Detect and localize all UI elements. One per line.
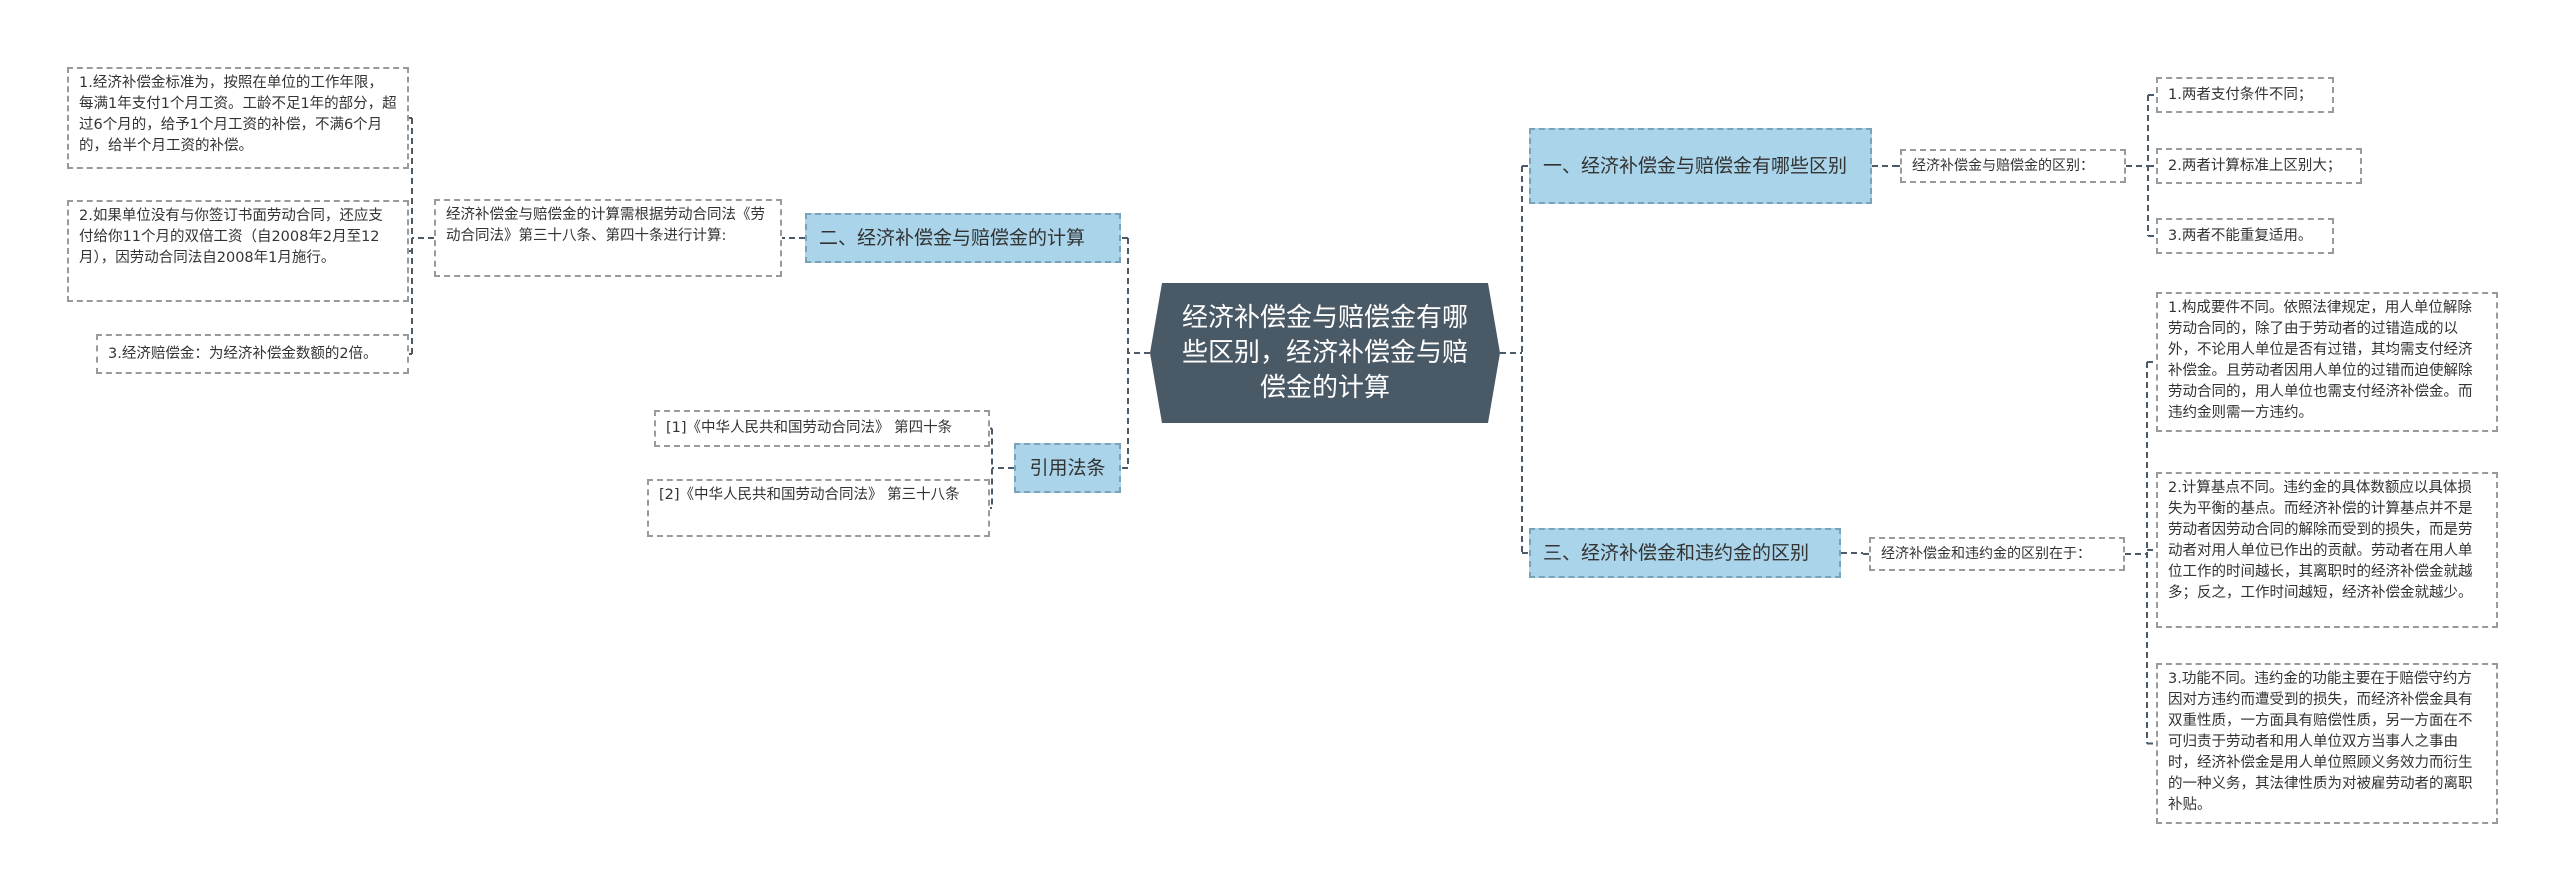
branch-compensation-vs-penalty[interactable]: 三、经济补偿金和违约金的区别	[1529, 528, 1841, 578]
leaf-citation-1[interactable]: [1]《中华人民共和国劳动合同法》 第四十条	[654, 410, 990, 447]
sub-calculation[interactable]: 经济补偿金与赔偿金的计算需根据劳动合同法《劳动合同法》第三十八条、第四十条进行计…	[434, 199, 782, 277]
sub-compensation-vs-penalty[interactable]: 经济补偿金和违约金的区别在于：	[1869, 537, 2125, 571]
leaf-difference-1[interactable]: 1.两者支付条件不同；	[2156, 77, 2334, 113]
branch-citations[interactable]: 引用法条	[1014, 443, 1121, 493]
leaf-penalty-2[interactable]: 2.计算基点不同。违约金的具体数额应以具体损失为平衡的基点。而经济补偿的计算基点…	[2156, 472, 2498, 628]
leaf-citation-2[interactable]: [2]《中华人民共和国劳动合同法》 第三十八条	[647, 479, 990, 537]
leaf-calculation-1[interactable]: 1.经济补偿金标准为，按照在单位的工作年限，每满1年支付1个月工资。工龄不足1年…	[67, 67, 409, 169]
sub-difference[interactable]: 经济补偿金与赔偿金的区别：	[1900, 149, 2126, 183]
branch-difference[interactable]: 一、经济补偿金与赔偿金有哪些区别	[1529, 128, 1872, 204]
root-topic[interactable]: 经济补偿金与赔偿金有哪些区别，经济补偿金与赔偿金的计算	[1150, 283, 1500, 423]
leaf-penalty-3[interactable]: 3.功能不同。违约金的功能主要在于赔偿守约方因对方违约而遭受到的损失，而经济补偿…	[2156, 663, 2498, 824]
leaf-penalty-1[interactable]: 1.构成要件不同。依照法律规定，用人单位解除劳动合同的，除了由于劳动者的过错造成…	[2156, 292, 2498, 432]
branch-calculation[interactable]: 二、经济补偿金与赔偿金的计算	[805, 213, 1121, 263]
leaf-calculation-3[interactable]: 3.经济赔偿金：为经济补偿金数额的2倍。	[96, 334, 409, 374]
leaf-difference-2[interactable]: 2.两者计算标准上区别大；	[2156, 148, 2362, 184]
leaf-calculation-2[interactable]: 2.如果单位没有与你签订书面劳动合同，还应支付给你11个月的双倍工资（自2008…	[67, 200, 409, 302]
leaf-difference-3[interactable]: 3.两者不能重复适用。	[2156, 218, 2334, 254]
